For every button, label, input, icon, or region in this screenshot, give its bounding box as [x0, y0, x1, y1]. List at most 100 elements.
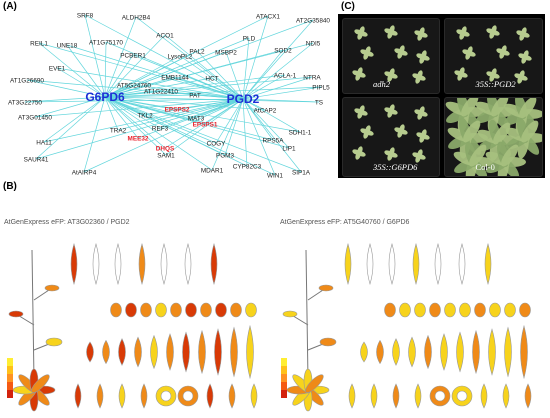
gene-label-pat: PAT: [189, 92, 201, 99]
edge-g6pd6-emb1144: [104, 76, 176, 98]
edge-pgd2-at2g35840: [242, 19, 314, 100]
gene-label-epsps2: EPSPS2: [165, 106, 190, 113]
edge-g6pd6-une18: [66, 44, 106, 98]
edge-g6pd6-cogy: [104, 96, 217, 144]
edge-pgd2-lip1: [242, 98, 290, 149]
plate-label-35s-g6pd6: 35S::G6PD6: [373, 162, 418, 172]
gene-label-mat3: MAT3: [188, 115, 205, 122]
edge-g6pd6-mdar1: [104, 96, 213, 171]
edge-pgd2-ha11: [43, 98, 244, 143]
gene-label-emb1144: EMB1144: [161, 74, 189, 81]
gene-label-rps5a: RPS5A: [263, 137, 285, 144]
hub-label-g6pd6: G6PD6: [85, 90, 125, 104]
gene-label-at3g22750: AT3G22750: [8, 99, 42, 106]
edge-g6pd6-saur41: [35, 96, 106, 160]
gene-label-lip1: LIP1: [282, 145, 296, 152]
edge-pgd2-sod2: [242, 49, 284, 100]
gene-label-aco1: ACO1: [156, 32, 174, 39]
efp-diagram-g6pd6: [281, 242, 532, 412]
gene-label-tkl2: TKL2: [137, 112, 153, 119]
edge-g6pd6-cyp82c3: [104, 96, 248, 167]
gene-label-pgm3: PGM3: [216, 152, 235, 159]
edge-g6pd6-aldh2b4: [104, 16, 137, 98]
edge-pgd2-at3g01450: [34, 98, 244, 118]
edge-g6pd6-ntra: [104, 76, 313, 98]
hub-label-pgd2: PGD2: [227, 92, 260, 106]
gene-label-atacx1: ATACX1: [256, 13, 280, 20]
plate-label-35s-pgd2: 35S::PGD2: [475, 79, 516, 89]
edge-g6pd6-ndi5: [104, 42, 314, 98]
panel-label-c: (C): [341, 1, 355, 12]
plate-col-0: Col-0: [444, 91, 546, 183]
gene-label-mdar1: MDAR1: [201, 167, 224, 174]
edge-g6pd6-atairp4: [83, 96, 106, 173]
edge-g6pd6-aco1: [104, 34, 166, 98]
edge-g6pd6-at3g01450: [34, 96, 106, 118]
gene-label-ntra: NTRA: [303, 74, 321, 81]
edge-g6pd6-tra2: [104, 96, 119, 131]
edge-g6pd6-sam1: [104, 96, 167, 156]
panel-label-b: (B): [3, 181, 17, 192]
edge-pgd2-eve1: [56, 67, 244, 100]
gene-label-pld: PLD: [243, 35, 256, 42]
edge-pgd2-mdar1: [211, 98, 244, 171]
edge-pgd2-ntra: [242, 76, 313, 100]
edge-pgd2-pgm3: [224, 98, 244, 156]
edge-g6pd6-srf8: [84, 14, 106, 98]
gene-label-sod2: SOD2: [274, 47, 292, 54]
edge-g6pd6-at3g22750: [24, 96, 106, 103]
edge-g6pd6-sdh1-1: [104, 96, 301, 133]
panel-label-a: (A): [3, 1, 17, 12]
edge-pgd2-tra2: [117, 98, 244, 131]
gene-label-sam1: SAM1: [157, 152, 175, 159]
edge-pgd2-emb1144: [174, 76, 244, 100]
gene-label-epsps1: EPSPS1: [193, 121, 218, 128]
gene-label-saur41: SAUR41: [24, 156, 49, 163]
edge-g6pd6-pcber1: [104, 54, 134, 98]
edge-pgd2-atairp4: [83, 98, 244, 173]
edge-g6pd6-eve1: [56, 67, 106, 98]
gene-label-srf8: SRF8: [77, 12, 94, 19]
edge-pgd2-sip1a: [242, 98, 302, 173]
edge-pgd2-msbp2: [225, 51, 244, 100]
edge-pgd2-ndi5: [242, 42, 314, 100]
gene-label-cogy: COGY: [207, 140, 227, 147]
gene-label-lysopl2: LysoPL2: [168, 53, 193, 60]
gene-label-sdh1-1: SDH1-1: [289, 129, 312, 136]
edge-g6pd6-at5g24760: [104, 84, 135, 98]
edge-g6pd6-lip1: [104, 96, 290, 149]
gene-label-win1: WIN1: [267, 172, 283, 179]
edge-g6pd6-reil1: [38, 42, 106, 98]
edge-pgd2-sdh1-1: [242, 98, 301, 133]
edge-g6pd6-ref3: [104, 96, 161, 129]
edge-g6pd6-atcap2: [104, 96, 266, 111]
edge-pgd2-ts: [242, 98, 320, 103]
gene-label-at5g24760: AT5G24760: [117, 82, 151, 89]
edge-pgd2-sam1: [165, 98, 244, 156]
gene-label-at3g01450: AT3G01450: [18, 114, 52, 121]
gene-label-sip1a: SIP1A: [292, 169, 311, 176]
gene-label-hct: HCT: [205, 75, 218, 82]
edge-pgd2-pat: [194, 94, 244, 100]
gene-label-mee32: MEE32: [128, 135, 149, 142]
gene-label-aldh2b4: ALDH2B4: [122, 14, 151, 21]
edge-g6pd6-hct: [104, 77, 213, 98]
gene-label-une18: UNE18: [57, 42, 78, 49]
edge-g6pd6-at1g75170: [104, 41, 107, 98]
gene-label-at1g26690: AT1G26690: [10, 77, 44, 84]
edge-g6pd6-ha11: [43, 96, 106, 143]
edge-g6pd6-pat: [104, 94, 196, 98]
gene-label-ts: TS: [315, 99, 323, 106]
gene-label-msbp2: MSBP2: [215, 49, 237, 56]
gene-label-eve1: EVE1: [49, 65, 66, 72]
gene-label-pipl5: PIPL5: [312, 84, 330, 91]
gene-label-at1g75170: AT1G75170: [89, 39, 123, 46]
plate-label-adh2: adh2: [373, 79, 390, 89]
efp-diagram-pgd2: [7, 242, 258, 412]
plate-35s-g6pd6: 35S::G6PD6: [342, 97, 440, 177]
edge-g6pd6-lysopl2: [104, 55, 181, 98]
edge-g6pd6-msbp2: [104, 51, 227, 98]
